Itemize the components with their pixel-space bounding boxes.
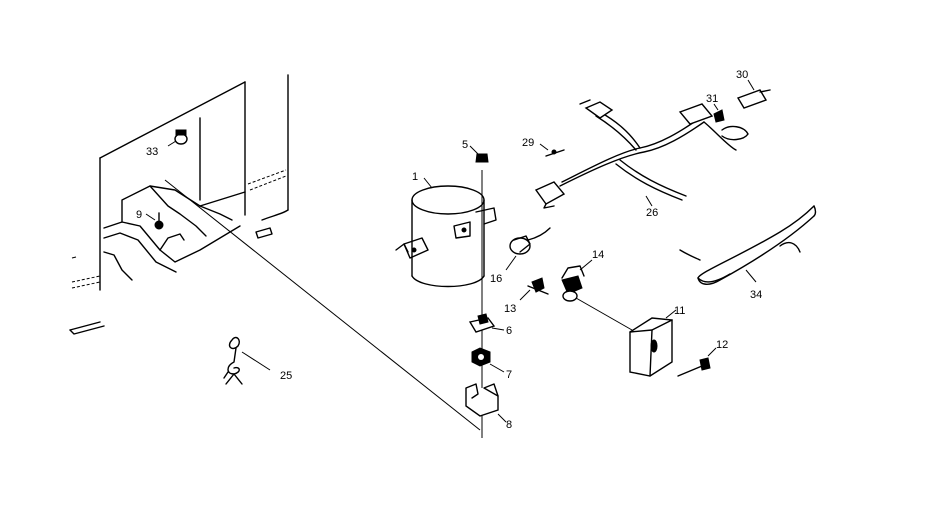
callout-labels: 1 5 6 7 8 9 11 12 13 14 16 25 26 29 30 3…	[136, 69, 762, 431]
callout-34: 34	[750, 289, 762, 301]
callout-13: 13	[504, 303, 516, 315]
callout-6: 6	[506, 325, 512, 337]
callout-7: 7	[506, 369, 512, 381]
cabinet-outline	[69, 74, 289, 335]
leader-line	[575, 297, 633, 331]
callout-8: 8	[506, 419, 512, 431]
callout-14: 14	[592, 249, 604, 261]
callout-30: 30	[736, 69, 748, 81]
part-16-relay	[505, 227, 551, 271]
part-8-mount	[465, 383, 507, 423]
callout-25: 25	[280, 370, 292, 382]
part-5-stud	[469, 145, 489, 163]
callout-16: 16	[490, 273, 502, 285]
part-7-grommet	[471, 347, 505, 373]
part-12-screw	[677, 347, 717, 377]
part-31-clip	[713, 103, 725, 123]
part-30-connector	[736, 79, 771, 109]
part-29-pin	[539, 143, 565, 157]
callout-11: 11	[674, 305, 685, 317]
callout-5: 5	[462, 139, 468, 151]
part-14-overload	[561, 259, 593, 302]
callout-12: 12	[716, 339, 728, 351]
callout-31: 31	[706, 93, 718, 105]
part-25-wire-clip	[223, 336, 271, 385]
part-26-wiring-harness	[534, 99, 749, 209]
part-33-cap	[167, 129, 188, 147]
part-13-clip	[519, 277, 549, 301]
part-34-heater-loop	[679, 205, 817, 285]
part-11-terminal-cover	[629, 309, 677, 377]
callout-29: 29	[522, 137, 534, 149]
callout-9: 9	[136, 209, 142, 221]
part-6-bracket	[468, 313, 505, 333]
callout-1: 1	[412, 171, 418, 183]
callout-33: 33	[146, 146, 158, 158]
part-1-compressor	[395, 177, 497, 288]
callout-26: 26	[646, 207, 658, 219]
leader-line	[164, 179, 481, 431]
part-9-screw	[145, 212, 164, 230]
